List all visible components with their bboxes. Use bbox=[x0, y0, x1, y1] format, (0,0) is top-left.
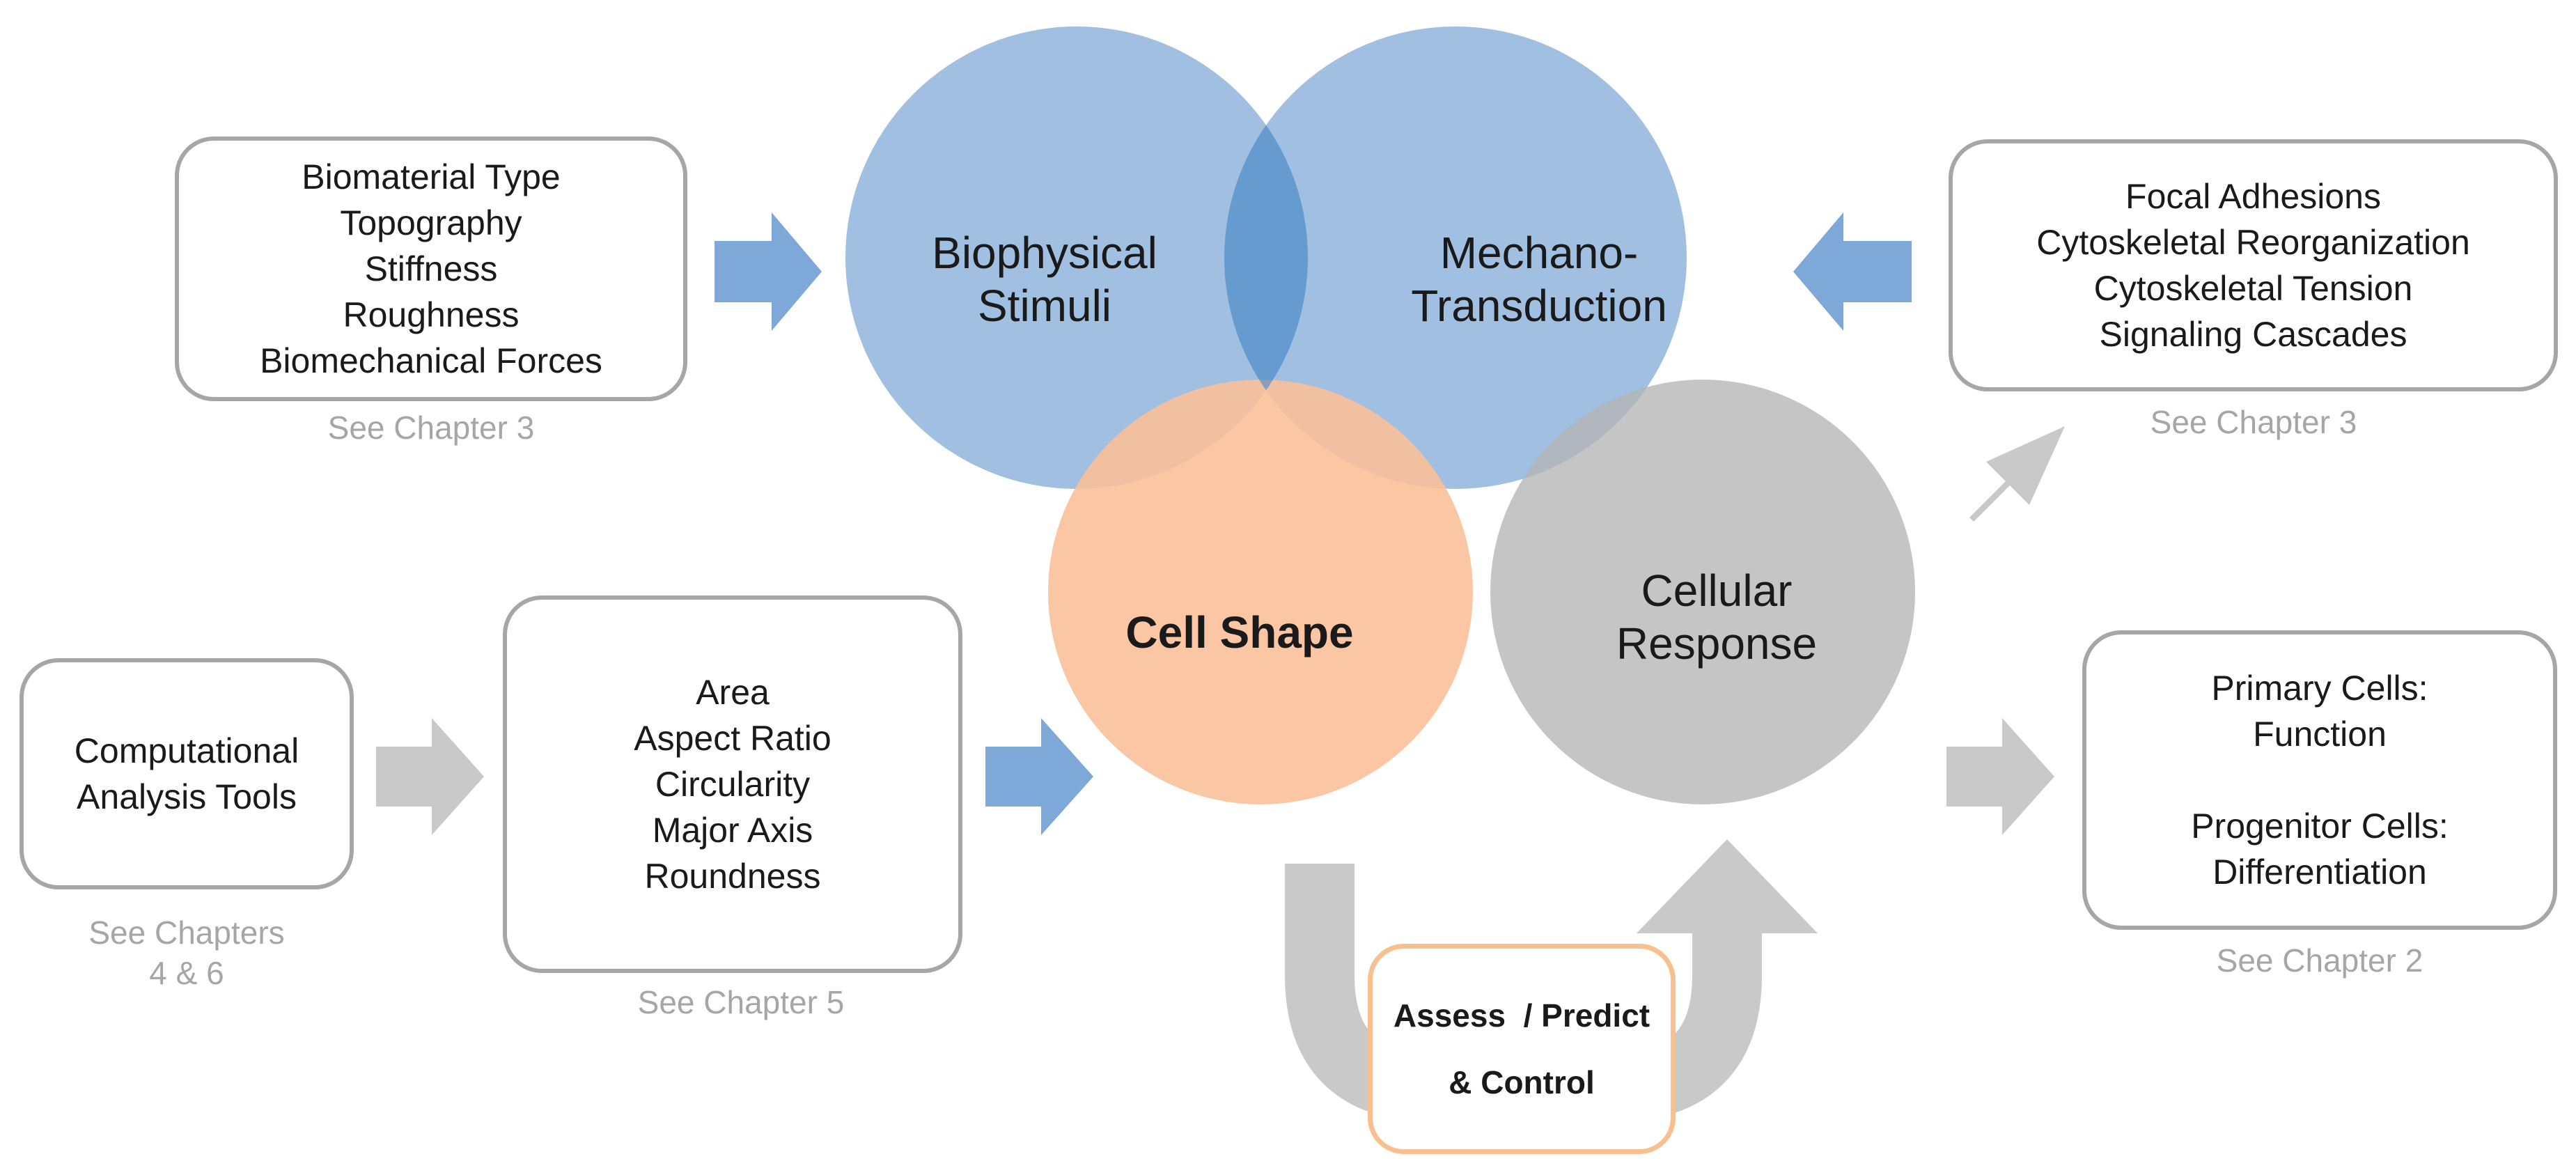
box-line: Circularity bbox=[655, 765, 811, 804]
arrow-response-to-focal bbox=[1969, 426, 2065, 522]
circle-cellular-response bbox=[1490, 380, 1915, 804]
box-line: Cytoskeletal Tension bbox=[2093, 269, 2413, 308]
caption-cellular-response: Cellular Response bbox=[1616, 564, 1817, 670]
caption-line: Response bbox=[1616, 618, 1818, 669]
caption-biophysical-stimuli: Biophysical Stimuli bbox=[932, 226, 1157, 332]
box-line: Primary Cells: bbox=[2211, 669, 2428, 708]
box-line: Topography bbox=[340, 203, 522, 242]
note-line: 4 & 6 bbox=[149, 955, 224, 991]
assess-predict-control-box: Assess / Predict & Control bbox=[1368, 944, 1676, 1154]
assess-line: Assess / Predict bbox=[1393, 997, 1650, 1034]
circle-biophysical-stimuli bbox=[845, 26, 1308, 489]
mechanotransduction-factors-box: Focal Adhesions Cytoskeletal Reorganizat… bbox=[1949, 139, 2558, 391]
note-line: See Chapters bbox=[88, 914, 285, 951]
arrow-computational-to-metrics bbox=[376, 718, 484, 835]
box-line: Roundness bbox=[644, 857, 821, 896]
box-line: Differentiation bbox=[2212, 852, 2427, 891]
caption-cell-shape: Cell Shape bbox=[1125, 606, 1353, 659]
box-line: Biomechanical Forces bbox=[260, 341, 602, 380]
caption-line: Mechano- bbox=[1439, 228, 1639, 278]
caption-line: Transduction bbox=[1411, 281, 1667, 331]
box-line: Progenitor Cells: bbox=[2191, 807, 2449, 846]
computational-chapter-note: See Chapters 4 & 6 bbox=[88, 912, 284, 993]
caption-mechano-transduction: Mechano- Transduction bbox=[1411, 226, 1667, 332]
box-line: Function bbox=[2253, 715, 2387, 754]
box-line: Analysis Tools bbox=[77, 777, 297, 816]
arrow-metrics-to-cell-shape bbox=[985, 718, 1093, 835]
caption-line: Cellular bbox=[1641, 566, 1793, 616]
arrow-focal-to-mechano bbox=[1793, 212, 1912, 331]
caption-line: Biophysical bbox=[932, 228, 1157, 278]
cells-chapter-note: See Chapter 2 bbox=[2216, 942, 2423, 979]
assess-line: & Control bbox=[1449, 1064, 1595, 1100]
caption-line: Cell Shape bbox=[1125, 607, 1354, 657]
box-line: Signaling Cascades bbox=[2099, 315, 2407, 354]
arrow-biomaterial-to-biophysical bbox=[715, 212, 822, 331]
metrics-chapter-note: See Chapter 5 bbox=[637, 984, 845, 1020]
box-line: Aspect Ratio bbox=[634, 719, 832, 758]
shape-metrics-box: Area Aspect Ratio Circularity Major Axis… bbox=[503, 595, 962, 973]
box-line: Focal Adhesions bbox=[2125, 177, 2381, 216]
caption-line: Stimuli bbox=[977, 281, 1112, 331]
box-line: Roughness bbox=[343, 295, 520, 334]
box-line: Computational bbox=[74, 731, 299, 770]
cell-outcomes-box: Primary Cells: Function Progenitor Cells… bbox=[2082, 630, 2557, 930]
box-line: Stiffness bbox=[364, 249, 498, 288]
circle-cell-shape bbox=[1048, 380, 1473, 804]
box-line: Major Axis bbox=[652, 811, 813, 850]
arrow-response-to-cells bbox=[1946, 718, 2054, 835]
biomaterial-factors-box: Biomaterial Type Topography Stiffness Ro… bbox=[175, 137, 687, 401]
box-line: Cytoskeletal Reorganization bbox=[2036, 223, 2470, 262]
box-line: Biomaterial Type bbox=[302, 157, 561, 196]
focal-chapter-note: See Chapter 3 bbox=[2150, 404, 2357, 440]
circle-mechano-transduction bbox=[1224, 26, 1687, 489]
box-line: Area bbox=[696, 673, 770, 712]
computational-tools-box: Computational Analysis Tools bbox=[19, 658, 354, 889]
biomaterial-chapter-note: See Chapter 3 bbox=[327, 410, 535, 446]
